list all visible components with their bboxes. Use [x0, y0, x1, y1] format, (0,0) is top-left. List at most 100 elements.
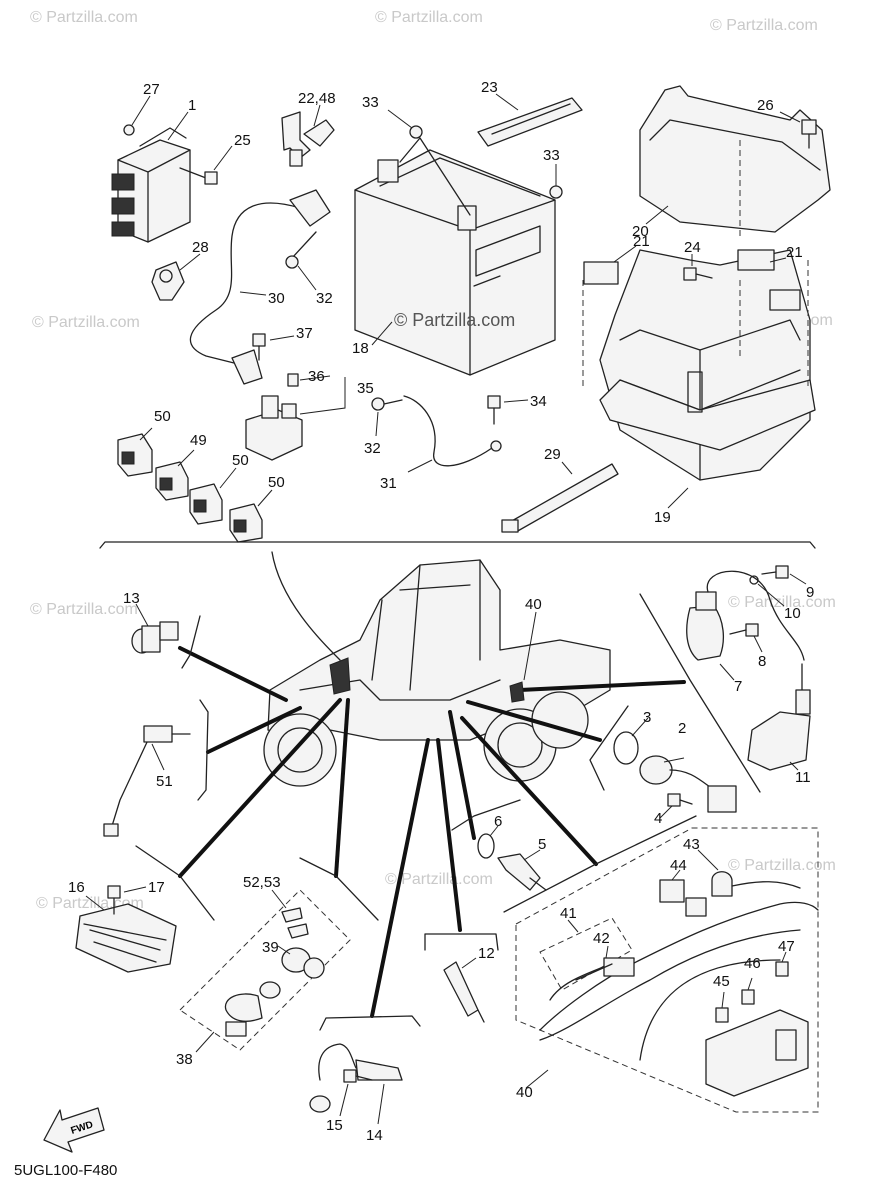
callout-21[interactable]: 21	[786, 244, 803, 261]
callout-50[interactable]: 50	[154, 408, 171, 425]
callout-21[interactable]: 21	[633, 233, 650, 250]
callout-10[interactable]: 10	[784, 605, 801, 622]
bolt-part-9[interactable]	[761, 565, 789, 579]
washer-part-6[interactable]	[477, 833, 495, 859]
callout-44[interactable]: 44	[670, 857, 687, 874]
callout-46[interactable]: 46	[744, 955, 761, 972]
fuse-part-47[interactable]	[775, 961, 789, 977]
harness-clip-part-40[interactable]	[509, 681, 525, 703]
callout-20[interactable]: 20	[632, 223, 649, 240]
callout-7[interactable]: 7	[734, 678, 742, 695]
strap-part-23[interactable]	[477, 97, 583, 147]
connector-part-50-b[interactable]	[189, 483, 223, 525]
callout-32[interactable]: 32	[364, 440, 381, 457]
cover-part-20[interactable]	[639, 85, 831, 240]
battery-box-part-19[interactable]	[582, 249, 816, 481]
connector-part-49[interactable]	[155, 461, 189, 501]
cable-tie-part-29[interactable]	[501, 463, 619, 533]
sensor-part-51[interactable]	[103, 725, 191, 837]
rectifier-part-16[interactable]	[75, 903, 177, 973]
screw-part-32-lower[interactable]	[371, 397, 403, 411]
callout-29[interactable]: 29	[544, 446, 561, 463]
lead-wire-part-42[interactable]	[575, 963, 613, 981]
cable-part-14[interactable]	[309, 1043, 403, 1113]
callout-39[interactable]: 39	[262, 939, 279, 956]
callout-17[interactable]: 17	[148, 879, 165, 896]
washer-part-10[interactable]	[749, 575, 759, 585]
callout-23[interactable]: 23	[481, 79, 498, 96]
callout-15[interactable]: 15	[326, 1117, 343, 1134]
callout-32[interactable]: 32	[316, 290, 333, 307]
callout-2[interactable]: 2	[678, 720, 686, 737]
callout-34[interactable]: 34	[530, 393, 547, 410]
callout-38[interactable]: 38	[176, 1051, 193, 1068]
callout-50[interactable]: 50	[268, 474, 285, 491]
connector-part-50-c[interactable]	[229, 503, 263, 543]
callout-4[interactable]: 4	[654, 810, 662, 827]
callout-33[interactable]: 33	[543, 147, 560, 164]
sub-harness-part-41[interactable]	[539, 917, 635, 1001]
callout-52-53[interactable]: 52,53	[243, 874, 281, 891]
callout-51[interactable]: 51	[156, 773, 173, 790]
callout-1[interactable]: 1	[188, 97, 196, 114]
battery-cable-part-30[interactable]	[189, 202, 301, 365]
bolt-part-26[interactable]	[801, 119, 817, 149]
main-switch-kit-part-38[interactable]	[179, 889, 351, 1051]
bolt-part-17[interactable]	[107, 885, 121, 915]
ecu-part-1[interactable]	[111, 127, 191, 243]
sender-part-12[interactable]	[443, 961, 485, 1023]
callout-13[interactable]: 13	[123, 590, 140, 607]
callout-6[interactable]: 6	[494, 813, 502, 830]
clamp-part-28[interactable]	[151, 261, 185, 301]
callout-5[interactable]: 5	[538, 836, 546, 853]
bolt-part-8[interactable]	[729, 623, 759, 637]
connector-part-50-a[interactable]	[117, 433, 153, 477]
callout-19[interactable]: 19	[654, 509, 671, 526]
relay-part-43[interactable]	[711, 871, 801, 897]
callout-49[interactable]: 49	[190, 432, 207, 449]
callout-11[interactable]: 11	[795, 769, 811, 786]
callout-24[interactable]: 24	[684, 239, 701, 256]
fuse-part-46[interactable]	[741, 989, 755, 1005]
callout-12[interactable]: 12	[478, 945, 495, 962]
callout-41[interactable]: 41	[560, 905, 577, 922]
callout-30[interactable]: 30	[268, 290, 285, 307]
pad-part-21-left[interactable]	[583, 261, 619, 285]
key-part-52-53[interactable]	[281, 907, 309, 939]
screw-part-32-upper[interactable]	[285, 231, 317, 269]
relay-part-44[interactable]	[659, 879, 707, 917]
callout-25[interactable]: 25	[234, 132, 251, 149]
battery-part-18[interactable]	[354, 137, 556, 376]
callout-50[interactable]: 50	[232, 452, 249, 469]
o-ring-part-3[interactable]	[613, 731, 639, 765]
callout-28[interactable]: 28	[192, 239, 209, 256]
callout-14[interactable]: 14	[366, 1127, 383, 1144]
switch-part-13[interactable]	[131, 621, 179, 654]
callout-16[interactable]: 16	[68, 879, 85, 896]
callout-27[interactable]: 27	[143, 81, 160, 98]
sensor-part-2[interactable]	[639, 755, 737, 813]
callout-36[interactable]: 36	[308, 368, 325, 385]
spark-plug-cap-part-11[interactable]	[747, 663, 811, 771]
callout-40[interactable]: 40	[516, 1084, 533, 1101]
bolt-part-15[interactable]	[343, 1069, 373, 1083]
bolt-part-27[interactable]	[123, 124, 135, 136]
callout-18[interactable]: 18	[352, 340, 369, 357]
callout-22-48[interactable]: 22,48	[298, 90, 336, 107]
callout-26[interactable]: 26	[757, 97, 774, 114]
switch-part-5[interactable]	[497, 853, 547, 891]
fuse-part-45[interactable]	[715, 1007, 729, 1023]
bolt-part-25[interactable]	[179, 167, 218, 185]
callout-31[interactable]: 31	[380, 475, 397, 492]
pad-part-21-right[interactable]	[737, 249, 775, 271]
callout-40[interactable]: 40	[525, 596, 542, 613]
starter-relay-part-35[interactable]	[245, 373, 303, 461]
nut-part-33-a[interactable]	[409, 125, 423, 139]
callout-43[interactable]: 43	[683, 836, 700, 853]
nut-part-33-b[interactable]	[549, 185, 563, 199]
cylinder-part-39[interactable]	[281, 947, 325, 979]
callout-9[interactable]: 9	[806, 584, 814, 601]
bolt-part-34[interactable]	[487, 395, 501, 425]
clip-part-22-48[interactable]	[281, 111, 335, 167]
ignition-coil-part-7[interactable]	[686, 570, 805, 661]
